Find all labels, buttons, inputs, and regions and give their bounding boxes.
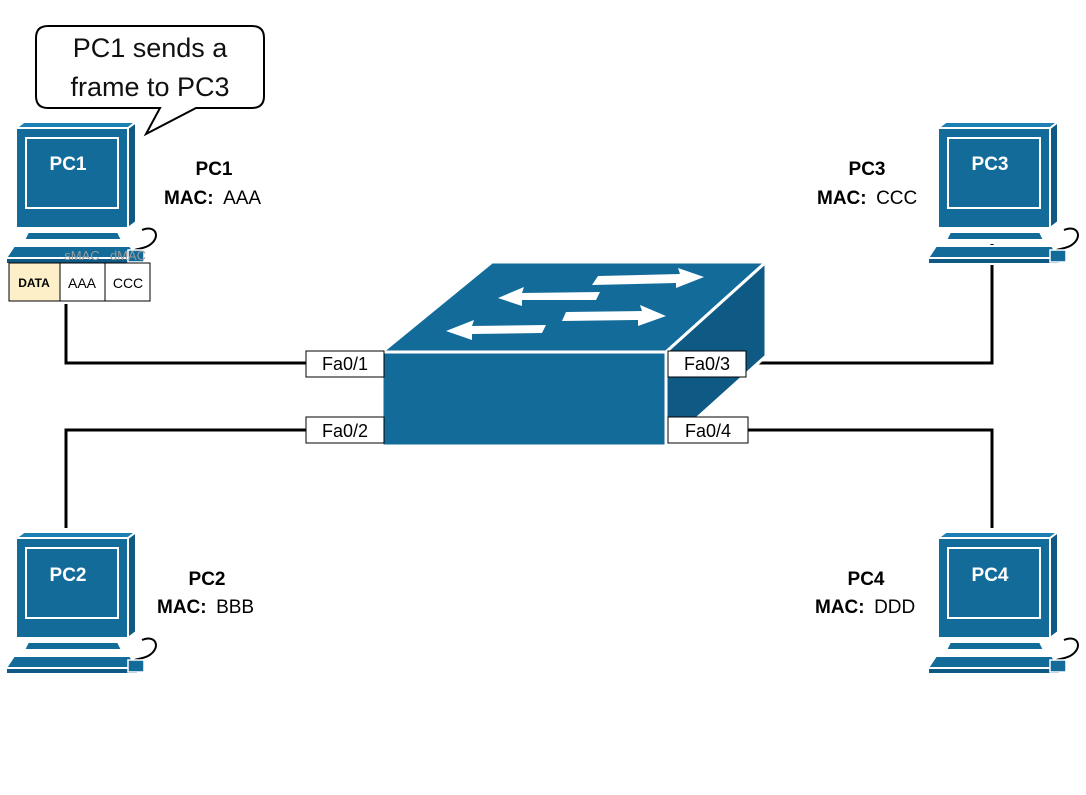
pc2-info: PC2 MAC: BBB (157, 569, 254, 618)
pc1-mac-value: AAA (223, 188, 261, 209)
desktop-computer-icon (5, 531, 157, 675)
pc1-mac-key: MAC: (164, 188, 214, 209)
pc1-mac: MAC: AAA (164, 188, 261, 209)
pc4-mac-key: MAC: (815, 597, 865, 618)
frame-smac-header: sMAC (64, 248, 99, 263)
switch-arrows-icon (446, 268, 704, 340)
link-pc3-fa03 (746, 244, 994, 365)
port-fa02-label: Fa0/2 (322, 421, 368, 441)
frame-smac-cell: AAA (68, 275, 97, 291)
pc1-screen-label: PC1 (50, 154, 87, 175)
switch[interactable] (377, 258, 770, 450)
port-fa01-label: Fa0/1 (322, 354, 368, 374)
pc2-mac-key: MAC: (157, 597, 207, 618)
pc4-info: PC4 MAC: DDD (815, 569, 915, 618)
pc4-mac: MAC: DDD (815, 597, 915, 618)
pc3[interactable]: PC3 (927, 121, 1079, 265)
pc4-screen-label: PC4 (972, 565, 1009, 586)
pc2-name: PC2 (189, 569, 226, 590)
port-fa04-label: Fa0/4 (685, 421, 731, 441)
pc3-mac-key: MAC: (817, 188, 867, 209)
pc2-mac-value: BBB (216, 597, 254, 618)
frame-dmac-header: dMAC (110, 248, 146, 263)
pc1[interactable]: PC1 (5, 121, 157, 265)
pc3-info: PC3 MAC: CCC (817, 159, 917, 209)
pc1-info: PC1 MAC: AAA (164, 159, 261, 209)
desktop-computer-icon (927, 121, 1079, 265)
port-fa02[interactable]: Fa0/2 (305, 416, 385, 444)
pc3-name: PC3 (849, 159, 886, 180)
port-fa04[interactable]: Fa0/4 (667, 416, 749, 444)
pc3-mac-value: CCC (876, 188, 917, 209)
port-fa01[interactable]: Fa0/1 (305, 350, 385, 378)
pc1-name: PC1 (196, 159, 233, 180)
network-switch-icon (377, 258, 770, 450)
pc4-mac-value: DDD (874, 597, 915, 618)
link-pc2-fa02 (64, 428, 306, 528)
callout-line-2: frame to PC3 (70, 72, 229, 102)
pc3-screen-label: PC3 (972, 154, 1009, 175)
pc4-name: PC4 (848, 569, 885, 590)
ethernet-frame: sMAC dMAC DATA AAA CCC (8, 248, 151, 302)
desktop-computer-icon (5, 121, 157, 265)
port-fa03-label: Fa0/3 (684, 354, 730, 374)
pc3-mac: MAC: CCC (817, 188, 917, 209)
links (64, 244, 994, 528)
callout-bubble: PC1 sends a frame to PC3 (35, 25, 265, 137)
port-fa03[interactable]: Fa0/3 (667, 350, 747, 378)
link-pc1-fa01 (64, 304, 306, 365)
pc2[interactable]: PC2 (5, 531, 157, 675)
link-pc4-fa04 (748, 428, 994, 528)
desktop-computer-icon (927, 531, 1079, 675)
frame-dmac-cell: CCC (113, 275, 143, 291)
pc2-screen-label: PC2 (50, 565, 87, 586)
callout-line-1: PC1 sends a (73, 33, 229, 63)
pc2-mac: MAC: BBB (157, 597, 254, 618)
pc4[interactable]: PC4 (927, 531, 1079, 675)
frame-data-cell: DATA (18, 276, 50, 290)
